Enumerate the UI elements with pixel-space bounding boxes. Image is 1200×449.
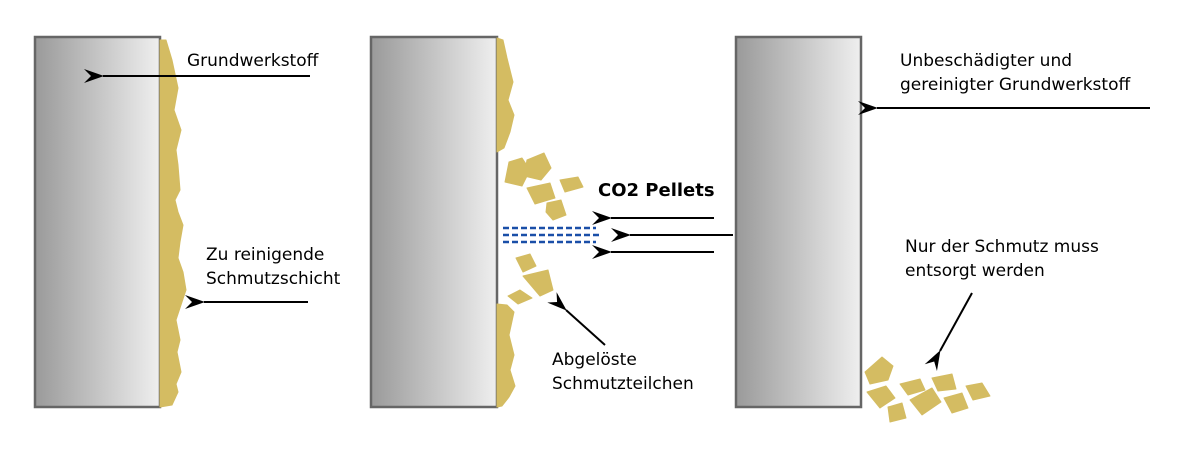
panel-after: [734, 35, 1150, 423]
dirt-particle: [523, 152, 552, 181]
dirt-particle: [522, 269, 554, 297]
dirt-pile-particle: [899, 378, 926, 396]
label-detached-line1: Abgelöste: [552, 350, 637, 370]
dirt-pile-particle: [943, 392, 969, 414]
panel-before: [33, 35, 187, 409]
panel-during: [369, 35, 733, 409]
dirt-pile-particle: [931, 373, 957, 392]
label-co2-pellets: CO2 Pellets: [598, 180, 715, 201]
label-dispose-line2: entsorgt werden: [905, 261, 1045, 281]
base-material-block-1: [33, 35, 162, 409]
dirt-particle: [504, 157, 531, 187]
label-detached-line2: Schmutzteilchen: [552, 374, 694, 394]
dirt-particle: [515, 253, 537, 273]
dirt-layer-1: [159, 39, 187, 408]
dirt-pile-particle: [864, 356, 894, 385]
detached-arrow: [547, 292, 606, 346]
label-base-material: Grundwerkstoff: [187, 51, 320, 71]
label-dispose-line1: Nur der Schmutz muss: [905, 237, 1099, 257]
label-clean-line1: Unbeschädigter und: [900, 51, 1072, 71]
label-dirt-layer-line1: Zu reinigende: [206, 245, 324, 265]
dirt-pile-particle: [887, 402, 907, 423]
dirt-pile-particle: [909, 387, 942, 416]
dirt-remainder-bottom: [496, 303, 516, 408]
base-material-block-3: [734, 35, 863, 409]
dirt-remainder-top: [496, 37, 515, 153]
dirt-particle: [545, 199, 567, 221]
dirt-pile-particle: [965, 382, 991, 401]
dispose-arrow: [924, 292, 973, 372]
label-clean-line2: gereinigter Grundwerkstoff: [900, 75, 1131, 95]
label-dirt-layer-line2: Schmutzschicht: [206, 269, 341, 289]
dirt-particle: [507, 289, 533, 305]
dirt-particle: [526, 182, 556, 205]
dirt-particle: [559, 176, 584, 193]
base-material-block-2: [369, 35, 499, 409]
dirt-pile-particle: [866, 385, 896, 409]
